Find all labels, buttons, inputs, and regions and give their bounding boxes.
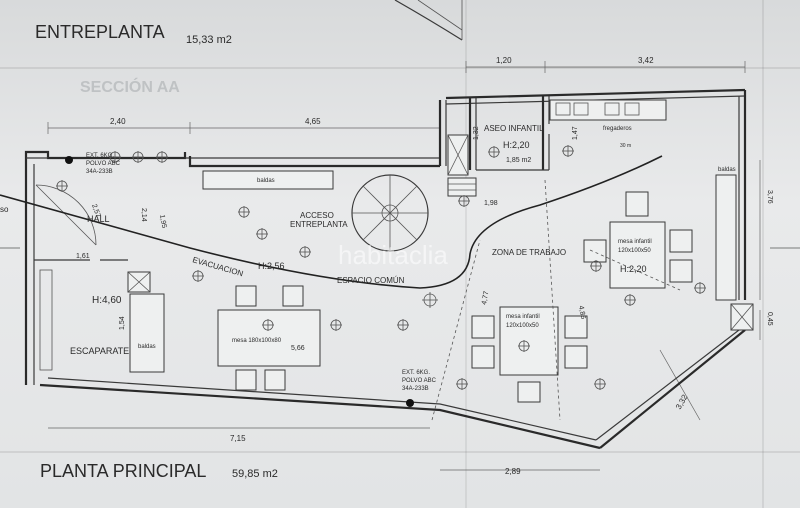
planta-principal-area: 59,85 m2 <box>232 468 278 480</box>
entreplanta-title: ENTREPLANTA <box>35 22 165 42</box>
dim-045: 0,45 <box>766 312 773 326</box>
height-h460: H:4,60 <box>92 295 122 306</box>
room-zona-trabajo: ZONA DE TRABAJO <box>492 248 566 257</box>
dim-715: 7,15 <box>230 434 246 443</box>
walls <box>24 88 747 450</box>
dim-30m: 30 m <box>620 143 631 149</box>
room-aseo: ASEO INFANTIL <box>484 124 544 133</box>
ext2-line3: 34A-233B <box>402 386 429 392</box>
label-mesa-inf1-line1: mesa infantil <box>506 314 540 320</box>
aseo-stall <box>447 134 477 197</box>
furniture <box>39 170 754 403</box>
room-espacio-comun: ESPACIO COMÚN <box>337 276 405 285</box>
room-aseo-area: 1,85 m2 <box>506 157 531 164</box>
dim-342: 3,42 <box>638 56 654 65</box>
evacuation-routes <box>0 155 681 421</box>
ext1-line2: POLVO ABC <box>86 161 121 167</box>
label-mesa-inf1-line2: 120x100x50 <box>506 323 539 329</box>
dim-120: 1,20 <box>496 56 512 65</box>
dimension-lines <box>47 61 761 471</box>
dim-214: 2,14 <box>140 208 147 222</box>
room-acceso-line1: ACCESO <box>300 211 334 220</box>
dim-257: 2,57 <box>90 203 101 218</box>
watermark-text: habitaclia <box>338 240 448 270</box>
height-h256: H:2,56 <box>258 261 285 271</box>
ext2-line1: EXT. 6KG. <box>402 370 430 376</box>
dim-376: 3,76 <box>766 190 773 204</box>
planta-principal-title: PLANTA PRINCIPAL <box>40 461 206 481</box>
dim-154: 1,54 <box>119 316 126 330</box>
dim-198: 1,98 <box>484 200 498 207</box>
ghost-section-text: SECCIÓN AA <box>80 77 180 96</box>
dim-132: 1,32 <box>473 126 480 140</box>
label-baldas-left: baldas <box>138 344 156 350</box>
side-label-so: so <box>0 205 9 214</box>
extinguisher-markers <box>65 156 414 407</box>
dim-486: 4,86 <box>577 305 586 320</box>
dim-195: 1,95 <box>158 214 167 229</box>
light-fixtures <box>56 145 706 390</box>
dim-161: 1,61 <box>76 253 90 260</box>
label-mesa-inf2-line2: 120x100x50 <box>618 248 651 254</box>
dim-566: 5,66 <box>291 345 305 352</box>
dim-477: 4,77 <box>481 291 490 306</box>
spiral-stair <box>351 174 429 252</box>
dim-147: 1,47 <box>572 126 579 140</box>
ext1-line1: EXT. 6KG. <box>86 153 114 159</box>
fregaderos-counter <box>549 99 667 121</box>
label-fregaderos: fregaderos <box>603 126 632 132</box>
entreplanta-area: 15,33 m2 <box>186 34 232 46</box>
dim-240: 2,40 <box>110 117 126 126</box>
upper-curve <box>394 0 463 41</box>
label-baldas-right: baldas <box>718 167 736 173</box>
label-mesa-inf2-line1: mesa infantil <box>618 239 652 245</box>
height-h220-aseo: H:2,20 <box>503 140 530 150</box>
height-h220-zona: H:2,20 <box>620 264 647 274</box>
dim-465: 4,65 <box>305 117 321 126</box>
label-mesa-main: mesa 180x100x80 <box>232 338 282 344</box>
dim-332: 3,32 <box>674 393 690 411</box>
dim-289: 2,89 <box>505 467 521 476</box>
room-acceso-line2: ENTREPLANTA <box>290 220 348 229</box>
room-escaparate: ESCAPARATE <box>70 346 129 356</box>
ext1-line3: 34A-233B <box>86 169 113 175</box>
room-hall: HALL <box>87 214 110 224</box>
ext2-line2: POLVO ABC <box>402 378 437 384</box>
hall-door <box>35 184 97 246</box>
label-baldas-top: baldas <box>257 178 275 184</box>
